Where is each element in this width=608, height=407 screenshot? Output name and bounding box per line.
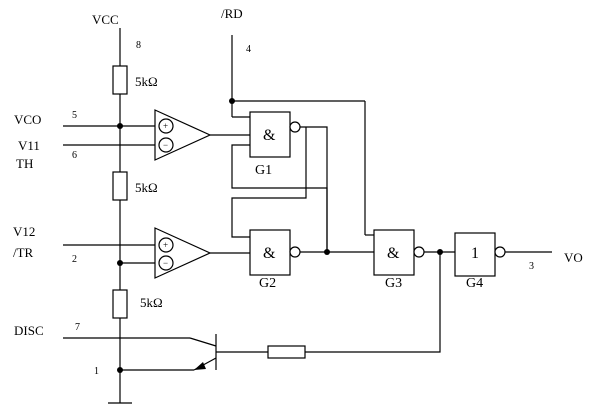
rd-label: /RD: [221, 6, 243, 21]
v11-label: V11: [18, 138, 40, 153]
gate-g2-symbol: &: [263, 245, 276, 262]
pin-8-label: 8: [136, 40, 141, 51]
comparator-1: [154, 109, 212, 161]
resistor-r1-label: 5kΩ: [135, 74, 158, 89]
gate-g2-label: G2: [259, 276, 276, 291]
v12-label: V12: [13, 224, 35, 239]
pin-2-label: 2: [72, 254, 77, 265]
gate-g1: [249, 111, 291, 158]
pin-3-label: 3: [529, 261, 534, 272]
resistor-r2-label: 5kΩ: [135, 180, 158, 195]
gate-g1-inversion-bubble: [289, 121, 301, 133]
comparator-1-minus-sign: −: [163, 140, 168, 150]
pin-5-label: 5: [72, 110, 77, 121]
comparator-2: [154, 227, 212, 279]
comparator-2-plus-sign: +: [163, 240, 168, 250]
gate-g1-label: G1: [255, 163, 272, 178]
gate-g4-symbol: 1: [471, 245, 479, 262]
gate-g1-symbol: &: [263, 127, 276, 144]
gate-g2: [249, 229, 291, 276]
voltage-divider: [108, 28, 132, 404]
gate-g2-inversion-bubble: [289, 246, 301, 258]
discharge-resistor: [267, 345, 306, 359]
vco-label: VCO: [14, 112, 41, 127]
vo-label: VO: [564, 250, 583, 265]
latch-cross-coupling: [231, 126, 374, 255]
comparator-2-minus-sign: −: [163, 258, 168, 268]
pin-7-label: 7: [75, 322, 80, 333]
gate-g3-inversion-bubble: [413, 246, 425, 258]
discharge-feedback-wire: [305, 252, 441, 353]
comparator-1-plus-sign: +: [163, 121, 168, 131]
gate-g4-inversion-bubble: [494, 246, 506, 258]
node-ground: [117, 367, 123, 373]
gate-g3-label: G3: [385, 276, 402, 291]
gate-g4: [454, 232, 496, 277]
resistor-r3-label: 5kΩ: [140, 295, 163, 310]
resistor-r1: [112, 65, 128, 95]
node-trigger-ref: [117, 260, 123, 266]
pin-6-label: 6: [72, 150, 77, 161]
pin-1-label: 1: [94, 366, 99, 377]
discharge-transistor: [189, 334, 217, 371]
th-label: TH: [16, 156, 33, 171]
resistor-r3: [112, 289, 128, 319]
tr-label: /TR: [13, 245, 34, 260]
pin-4-label: 4: [246, 44, 251, 55]
gate-g3-symbol: &: [387, 245, 400, 262]
disc-label: DISC: [14, 323, 44, 338]
node-vco: [117, 123, 123, 129]
gate-g4-label: G4: [466, 276, 483, 291]
resistor-r2: [112, 171, 128, 201]
vcc-label: VCC: [92, 12, 119, 27]
